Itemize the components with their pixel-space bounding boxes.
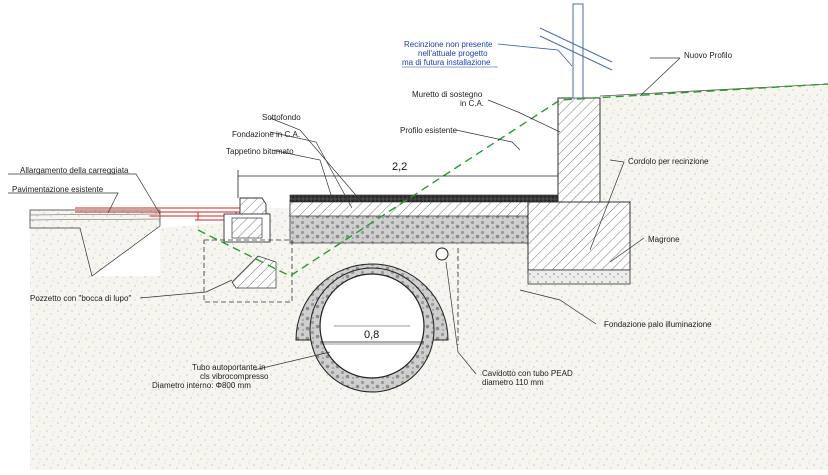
label-fence-note-3: ma di futura installazione bbox=[402, 58, 491, 67]
label-pipe-1: Tubo autoportante in bbox=[192, 363, 266, 372]
label-conduit-2: diametro 110 mm bbox=[482, 378, 544, 387]
dimension-2-2 bbox=[237, 170, 559, 198]
label-road-widening: Allargamento della carreggiata bbox=[20, 166, 129, 175]
pit bbox=[203, 213, 293, 303]
label-subbase: Sottofondo bbox=[262, 113, 301, 122]
concrete-pipe bbox=[295, 263, 449, 393]
label-fence-note-2: nell'attuale progetto bbox=[418, 49, 488, 58]
label-retaining-wall-1: Muretto di sostegno bbox=[412, 90, 483, 99]
label-lamp-foundation: Fondazione palo illuminazione bbox=[604, 320, 712, 329]
label-fence-note-1: Recinzione non presente bbox=[404, 40, 493, 49]
retaining-wall bbox=[557, 97, 601, 203]
label-retaining-wall-2: in C.A. bbox=[460, 99, 484, 108]
label-pit: Pozzetto con "bocca di lupo" bbox=[30, 294, 131, 303]
fence-post bbox=[539, 3, 613, 99]
lean-concrete bbox=[527, 269, 631, 285]
label-lean-concrete: Magrone bbox=[648, 235, 680, 244]
label-conduit-1: Cavidotto con tubo PEAD bbox=[482, 369, 573, 378]
soil-mass bbox=[30, 84, 828, 470]
label-pipe-3: Diametro interno: Φ800 mm bbox=[152, 381, 251, 390]
label-fence-curb: Cordolo per recinzione bbox=[628, 157, 709, 166]
label-existing-profile: Profilo esistente bbox=[400, 126, 457, 135]
fence-curb bbox=[527, 201, 631, 271]
label-asphalt-mat: Tappetino bitumato bbox=[226, 147, 294, 156]
label-existing-pavement: Pavimentazione esistente bbox=[12, 185, 104, 194]
asphalt-layer bbox=[289, 194, 559, 203]
label-new-profile: Nuovo Profilo bbox=[684, 51, 733, 60]
label-pipe-2: cls vibrocompresso bbox=[200, 372, 269, 381]
dimension-pipe-label: 0,8 bbox=[364, 329, 379, 341]
leaders bbox=[8, 43, 681, 375]
existing-profile-line bbox=[197, 83, 828, 277]
dimension-width-label: 2,2 bbox=[392, 161, 407, 173]
pavement-red-lines bbox=[75, 207, 240, 221]
foundation-slab bbox=[289, 199, 559, 217]
existing-pavement-wedge bbox=[29, 209, 161, 277]
label-ca-foundation: Fondazione in C.A. bbox=[232, 130, 300, 139]
conduit-pipe bbox=[435, 247, 449, 261]
